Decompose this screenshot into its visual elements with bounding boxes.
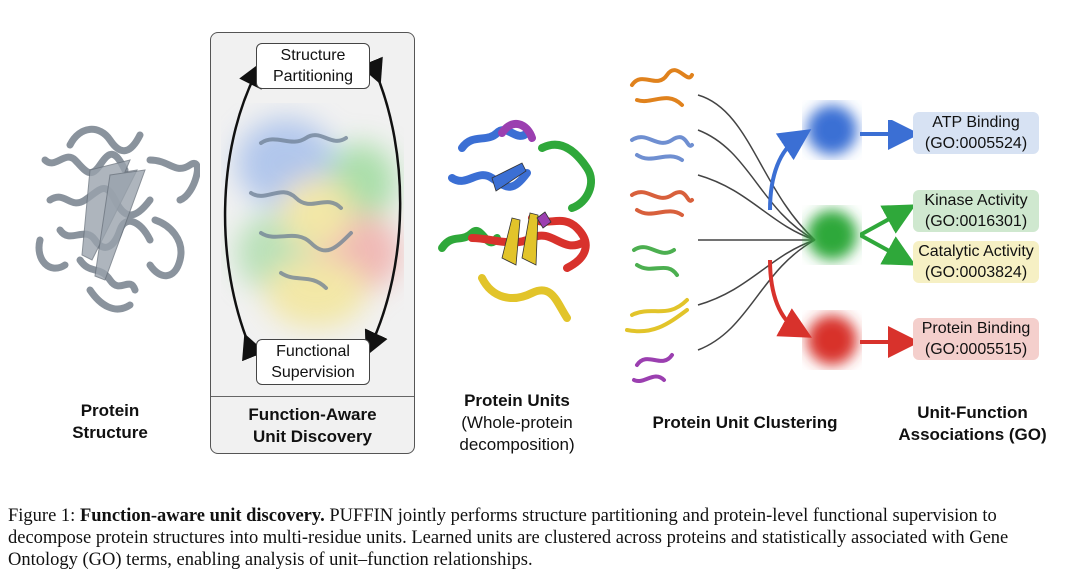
go-term-id: (GO:0003824): [924, 264, 1028, 281]
structure-partitioning-box: Structure Partitioning: [256, 43, 370, 89]
associations-label: Unit-Function Associations (GO): [898, 403, 1047, 444]
protein-unit-thumbnails-icon: [625, 68, 694, 384]
go-term-box: Protein Binding (GO:0005515): [913, 318, 1039, 360]
go-term-name: Catalytic Activity: [918, 243, 1034, 260]
panel-title: Function-Aware Unit Discovery: [248, 405, 377, 446]
function-aware-unit-discovery-panel: Structure Partitioning Functional Superv…: [210, 32, 415, 454]
figure-caption: Figure 1: Function-aware unit discovery.…: [8, 505, 1074, 571]
go-arrows-icon: [860, 120, 920, 358]
protein-units-label: Protein Units (Whole-protein decompositi…: [437, 390, 597, 456]
go-term-name: Kinase Activity: [924, 192, 1028, 209]
protein-units-title: Protein Units: [464, 391, 570, 410]
go-term-box: ATP Binding (GO:0005524): [913, 112, 1039, 154]
clustering-lines-icon: [697, 94, 816, 351]
panel-divider: [211, 396, 414, 397]
clustering-label: Protein Unit Clustering: [652, 413, 838, 432]
protein-structure-label: Protein Structure: [72, 401, 148, 442]
functional-supervision-box: Functional Supervision: [256, 339, 370, 385]
go-term-id: (GO:0016301): [924, 213, 1028, 230]
colored-protein-units-icon: [438, 120, 595, 322]
cluster-blobs-icon: [768, 105, 857, 365]
gray-protein-structure-icon: [35, 125, 200, 313]
figure-1: Protein Structure: [35, 32, 1047, 456]
caption-text: PUFFIN jointly performs structure partit…: [8, 506, 1009, 570]
go-term-id: (GO:0005515): [924, 341, 1028, 358]
go-term-name: ATP Binding: [932, 114, 1020, 131]
cycle-arrows-icon: [223, 56, 402, 362]
protein-units-subtitle: (Whole-protein decomposition): [459, 413, 575, 454]
go-term-id: (GO:0005524): [924, 135, 1028, 152]
structure-partitioning-label: Structure Partitioning: [272, 47, 354, 85]
go-term-name: Protein Binding: [921, 320, 1031, 337]
functional-supervision-label: Functional Supervision: [271, 343, 355, 381]
go-term-box: Kinase Activity (GO:0016301): [913, 190, 1039, 232]
caption-bold: Function-aware unit discovery.: [79, 506, 325, 526]
go-term-box: Catalytic Activity (GO:0003824): [913, 241, 1039, 283]
caption-prefix: Figure 1:: [8, 506, 80, 526]
